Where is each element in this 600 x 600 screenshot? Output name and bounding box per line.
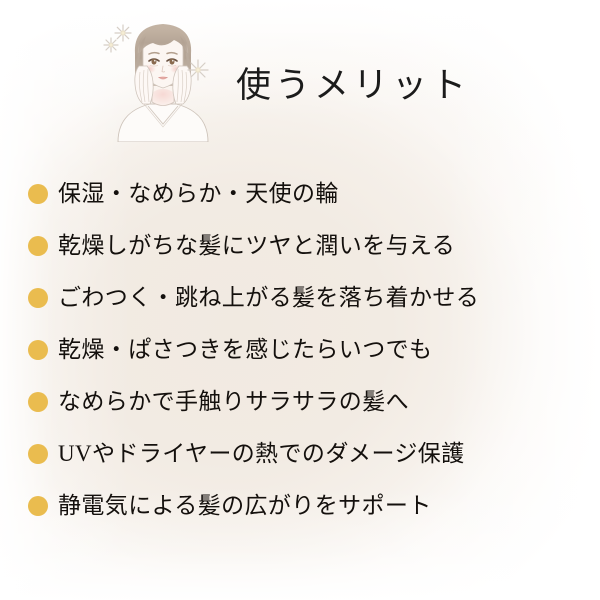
bullet-dot-icon [28, 392, 48, 412]
page-title: 使うメリット [236, 66, 471, 105]
benefit-text: 乾燥・ぱさつきを感じたらいつでも [58, 337, 433, 363]
benefit-text: 保湿・なめらか・天使の輪 [58, 181, 339, 207]
benefit-text: なめらかで手触りサラサラの髪へ [58, 389, 409, 415]
list-item: 保湿・なめらか・天使の輪 [0, 168, 600, 220]
bullet-dot-icon [28, 184, 48, 204]
benefit-text: 乾燥しがちな髪にツヤと潤いを与える [58, 233, 456, 259]
bullet-dot-icon [28, 444, 48, 464]
list-item: 乾燥しがちな髪にツヤと潤いを与える [0, 220, 600, 272]
woman-touching-face-illustration [98, 14, 228, 142]
bullet-dot-icon [28, 496, 48, 516]
bullet-dot-icon [28, 236, 48, 256]
bullet-dot-icon [28, 288, 48, 308]
header: 使うメリット [0, 0, 600, 160]
benefit-list: 保湿・なめらか・天使の輪 乾燥しがちな髪にツヤと潤いを与える ごわつく・跳ね上が… [0, 168, 600, 532]
list-item: 静電気による髪の広がりをサポート [0, 480, 600, 532]
benefit-text: ごわつく・跳ね上がる髪を落ち着かせる [58, 285, 480, 311]
list-item: UVやドライヤーの熱でのダメージ保護 [0, 428, 600, 480]
benefit-text: 静電気による髪の広がりをサポート [58, 493, 432, 519]
list-item: 乾燥・ぱさつきを感じたらいつでも [0, 324, 600, 376]
list-item: なめらかで手触りサラサラの髪へ [0, 376, 600, 428]
list-item: ごわつく・跳ね上がる髪を落ち着かせる [0, 272, 600, 324]
benefit-text: UVやドライヤーの熱でのダメージ保護 [58, 441, 465, 467]
bullet-dot-icon [28, 340, 48, 360]
